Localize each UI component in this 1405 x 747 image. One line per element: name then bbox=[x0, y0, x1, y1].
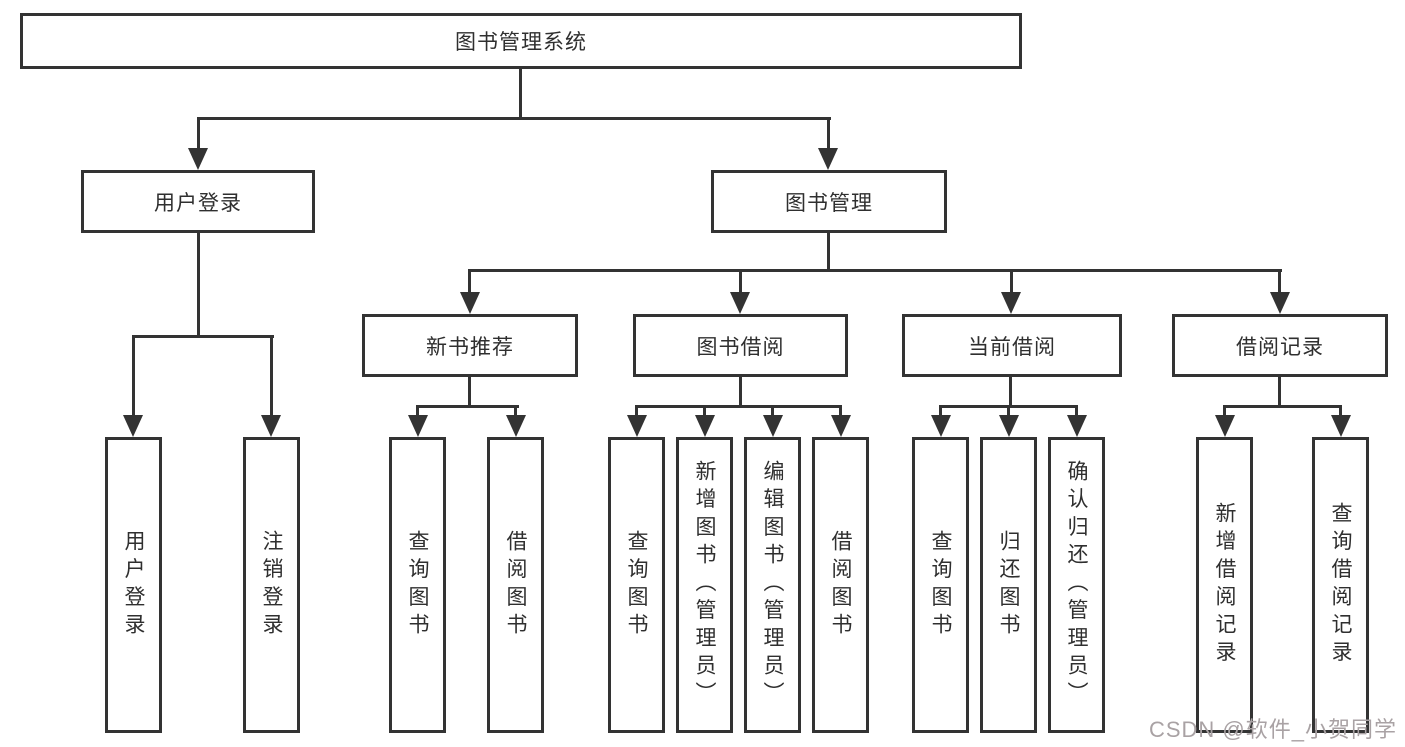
arrowhead-to-leaf-current-confirm bbox=[1067, 415, 1087, 437]
leaf-borrow-add-label: 新增图书（管理员） bbox=[693, 460, 716, 710]
node-root: 图书管理系统 bbox=[20, 13, 1022, 69]
connector-borrow-records-stem bbox=[1278, 377, 1281, 408]
arrowhead-to-leaf-borrow-add bbox=[695, 415, 715, 437]
node-new-books: 新书推荐 bbox=[362, 314, 578, 377]
arrowhead-to-leaf-borrow-borrow bbox=[831, 415, 851, 437]
connector-to-borrow-records-stem bbox=[1278, 269, 1281, 293]
arrowhead-to-new-books bbox=[460, 292, 480, 314]
leaf-borrow-borrow: 借阅图书 bbox=[812, 437, 869, 733]
arrowhead-to-leaf-login bbox=[123, 415, 143, 437]
arrowhead-to-leaf-current-query bbox=[931, 415, 951, 437]
connector-to-leaf-borrow-add-stem bbox=[703, 405, 706, 416]
leaf-current-confirm: 确认归还（管理员） bbox=[1048, 437, 1105, 733]
connector-root-hline bbox=[197, 117, 831, 120]
arrowhead-to-leaf-new-borrow bbox=[506, 415, 526, 437]
connector-book-mgmt-stem bbox=[827, 233, 830, 272]
node-user-login-label: 用户登录 bbox=[154, 191, 242, 215]
leaf-borrow-query-label: 查询图书 bbox=[625, 529, 648, 641]
connector-to-leaf-current-return-stem bbox=[1007, 405, 1010, 416]
leaf-current-query: 查询图书 bbox=[912, 437, 969, 733]
connector-book-mgmt-hline bbox=[468, 269, 1282, 272]
connector-new-books-stem bbox=[468, 377, 471, 408]
connector-to-leaf-current-confirm-stem bbox=[1075, 405, 1078, 416]
arrowhead-to-leaf-new-query bbox=[408, 415, 428, 437]
arrowhead-to-leaf-borrow-edit bbox=[763, 415, 783, 437]
connector-to-book-mgmt-stem bbox=[827, 117, 830, 150]
arrowhead-to-borrow-records bbox=[1270, 292, 1290, 314]
csdn-watermark: CSDN @软件_小贺同学 bbox=[1148, 717, 1397, 742]
node-book-borrow: 图书借阅 bbox=[633, 314, 848, 377]
leaf-logout-label: 注销登录 bbox=[260, 529, 283, 641]
arrowhead-to-leaf-record-query bbox=[1331, 415, 1351, 437]
connector-to-leaf-borrow-query-stem bbox=[635, 405, 638, 416]
node-book-borrow-label: 图书借阅 bbox=[696, 335, 785, 359]
connector-to-leaf-borrow-borrow-stem bbox=[839, 405, 842, 416]
leaf-record-query-label: 查询借阅记录 bbox=[1329, 501, 1352, 669]
connector-root-stem bbox=[519, 69, 522, 120]
connector-to-user-login-stem bbox=[197, 117, 200, 150]
node-new-books-label: 新书推荐 bbox=[426, 335, 514, 359]
arrowhead-to-book-borrow bbox=[730, 292, 750, 314]
arrowhead-to-current-borrow bbox=[1001, 292, 1021, 314]
connector-user-login-hline bbox=[132, 335, 274, 338]
leaf-record-add-label: 新增借阅记录 bbox=[1213, 501, 1236, 669]
arrowhead-to-leaf-logout bbox=[261, 415, 281, 437]
arrowhead-to-book-mgmt bbox=[818, 148, 838, 170]
leaf-borrow-query: 查询图书 bbox=[608, 437, 665, 733]
connector-to-leaf-current-query-stem bbox=[939, 405, 942, 416]
connector-to-leaf-new-query-stem bbox=[416, 405, 419, 416]
leaf-current-query-label: 查询图书 bbox=[929, 529, 952, 641]
leaf-borrow-edit: 编辑图书（管理员） bbox=[744, 437, 801, 733]
node-current-borrow: 当前借阅 bbox=[902, 314, 1122, 377]
arrowhead-to-leaf-borrow-query bbox=[627, 415, 647, 437]
connector-current-borrow-stem bbox=[1009, 377, 1012, 408]
node-book-mgmt: 图书管理 bbox=[711, 170, 947, 233]
leaf-record-query: 查询借阅记录 bbox=[1312, 437, 1369, 733]
node-borrow-records: 借阅记录 bbox=[1172, 314, 1388, 377]
connector-to-book-borrow-stem bbox=[739, 269, 742, 293]
leaf-borrow-borrow-label: 借阅图书 bbox=[829, 529, 852, 641]
leaf-user-login: 用户登录 bbox=[105, 437, 162, 733]
node-root-label: 图书管理系统 bbox=[455, 31, 587, 54]
leaf-new-query-label: 查询图书 bbox=[406, 529, 429, 641]
node-user-login: 用户登录 bbox=[81, 170, 315, 233]
node-book-mgmt-label: 图书管理 bbox=[785, 191, 873, 215]
leaf-new-query: 查询图书 bbox=[389, 437, 446, 733]
arrowhead-to-leaf-record-add bbox=[1215, 415, 1235, 437]
connector-book-borrow-hline bbox=[635, 405, 842, 408]
arrowhead-to-leaf-current-return bbox=[999, 415, 1019, 437]
leaf-logout: 注销登录 bbox=[243, 437, 300, 733]
leaf-borrow-add: 新增图书（管理员） bbox=[676, 437, 733, 733]
node-current-borrow-label: 当前借阅 bbox=[968, 335, 1056, 359]
connector-new-books-hline bbox=[416, 405, 519, 408]
connector-user-login-stem bbox=[197, 233, 200, 338]
connector-book-borrow-stem bbox=[739, 377, 742, 408]
connector-to-leaf-new-borrow-stem bbox=[514, 405, 517, 416]
leaf-record-add: 新增借阅记录 bbox=[1196, 437, 1253, 733]
connector-to-leaf-login-stem bbox=[132, 335, 135, 417]
leaf-new-borrow: 借阅图书 bbox=[487, 437, 544, 733]
node-borrow-records-label: 借阅记录 bbox=[1236, 335, 1324, 359]
connector-borrow-records-hline bbox=[1223, 405, 1342, 408]
connector-to-new-books-stem bbox=[468, 269, 471, 293]
connector-to-leaf-borrow-edit-stem bbox=[771, 405, 774, 416]
connector-to-leaf-logout-stem bbox=[270, 335, 273, 417]
leaf-borrow-edit-label: 编辑图书（管理员） bbox=[761, 460, 784, 710]
leaf-current-return: 归还图书 bbox=[980, 437, 1037, 733]
connector-to-leaf-record-add-stem bbox=[1223, 405, 1226, 416]
arrowhead-to-user-login bbox=[188, 148, 208, 170]
leaf-user-login-label: 用户登录 bbox=[122, 529, 145, 641]
leaf-new-borrow-label: 借阅图书 bbox=[504, 529, 527, 641]
connector-to-leaf-record-query-stem bbox=[1339, 405, 1342, 416]
leaf-current-confirm-label: 确认归还（管理员） bbox=[1065, 460, 1088, 710]
leaf-current-return-label: 归还图书 bbox=[997, 529, 1020, 641]
connector-to-current-borrow-stem bbox=[1010, 269, 1013, 293]
